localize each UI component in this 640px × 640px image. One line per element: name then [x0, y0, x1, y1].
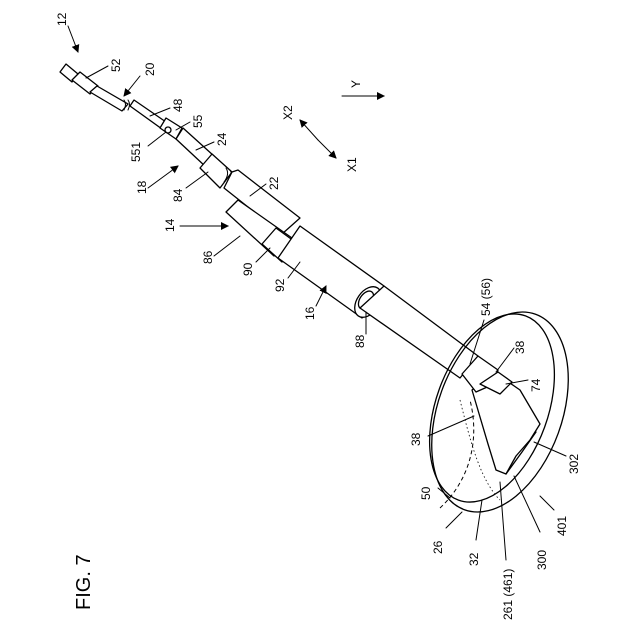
x1-arrow: [318, 140, 336, 158]
ref-86: 86: [201, 250, 215, 264]
x2-arrow: [300, 120, 318, 140]
ref-551: 551: [129, 142, 143, 162]
ref-300: 300: [535, 550, 549, 570]
figure-title: FIG. 7: [73, 554, 95, 610]
ref-24: 24: [215, 132, 229, 146]
leader-12: [68, 26, 78, 52]
leader-18: [148, 166, 178, 188]
leader-300: [514, 476, 540, 532]
ref-18: 18: [135, 180, 149, 194]
leader-38b: [428, 416, 474, 436]
ref-261-461: 261 (461): [501, 569, 515, 620]
cable-48: [130, 100, 166, 129]
ref-84: 84: [171, 188, 185, 202]
leader-86: [214, 236, 240, 256]
y-axis-label: Y: [349, 80, 363, 88]
ref-90: 90: [241, 262, 255, 276]
instrument: [60, 64, 478, 378]
leader-38a: [496, 348, 514, 372]
ref-38-upper: 38: [513, 340, 527, 354]
ref-54-56: 54 (56): [479, 278, 493, 316]
direction-indicator: Y X2 X1: [281, 80, 384, 172]
ref-48: 48: [171, 98, 185, 112]
ref-26: 26: [431, 540, 445, 554]
ref-50: 50: [419, 486, 433, 500]
ref-92: 92: [273, 278, 287, 292]
leader-401: [540, 496, 554, 510]
thin-shaft: [90, 86, 128, 111]
ref-20: 20: [143, 62, 157, 76]
leader-551: [148, 132, 166, 146]
leader-90: [256, 248, 270, 262]
ref-55: 55: [191, 114, 205, 128]
ref-401: 401: [555, 516, 569, 536]
leader-52: [86, 66, 108, 78]
leader-261: [500, 482, 506, 560]
ref-32: 32: [467, 552, 481, 566]
leader-20: [124, 76, 140, 96]
ref-14: 14: [163, 218, 177, 232]
ref-52: 52: [109, 58, 123, 72]
ref-302: 302: [567, 454, 581, 474]
leader-32: [476, 500, 482, 540]
ref-16: 16: [303, 306, 317, 320]
leader-48: [150, 108, 170, 116]
leader-84: [186, 172, 208, 188]
x2-axis-label: X2: [281, 105, 295, 120]
x1-axis-label: X1: [345, 157, 359, 172]
main-shaft-16: [360, 286, 478, 378]
ref-88: 88: [353, 334, 367, 348]
ref-12: 12: [55, 12, 69, 26]
leader-26: [446, 512, 462, 528]
ref-38-lower: 38: [409, 432, 423, 446]
ref-22: 22: [267, 176, 281, 190]
ref-74: 74: [529, 378, 543, 392]
